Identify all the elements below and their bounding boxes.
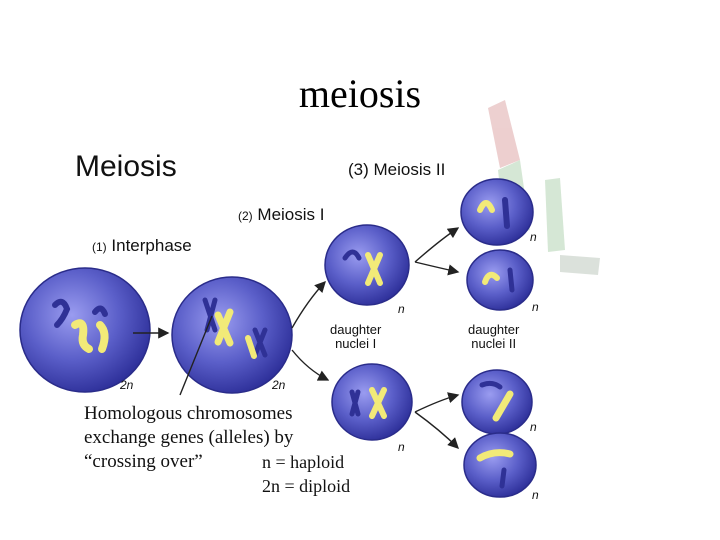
ploidy-label-n: n: [532, 300, 539, 314]
legend-diploid: 2n = diploid: [262, 476, 351, 496]
step-label: Interphase: [111, 236, 192, 255]
daughter-nuclei-1-label: daughter nuclei I: [330, 323, 381, 351]
ploidy-label-n: n: [532, 488, 539, 502]
ploidy-label-2n: 2n: [120, 378, 134, 392]
slide-title: meiosis: [298, 71, 422, 116]
ploidy-label-n: n: [398, 440, 405, 454]
crossing-over-caption: Homologous chromosomes exchange genes (a…: [84, 402, 293, 474]
step-number: (1): [92, 240, 107, 254]
label-line: daughter: [468, 322, 520, 337]
step-meiosis1: (2) Meiosis I: [238, 205, 324, 225]
ploidy-label-n: n: [530, 230, 537, 244]
label-line: nuclei I: [335, 336, 377, 351]
ploidy-label-n: n: [398, 302, 405, 316]
step-interphase: (1) Interphase: [92, 236, 192, 256]
caption-line: exchange genes (alleles) by: [84, 427, 294, 448]
daughter-nuclei-2-label: daughter nuclei II: [468, 323, 519, 351]
daughter-cell-1b: [331, 363, 413, 441]
step-meiosis2: (3) Meiosis II: [348, 160, 445, 180]
step-label: Meiosis I: [257, 205, 325, 224]
caption-line: “crossing over”: [84, 451, 203, 472]
daughter-cell-2a: [460, 178, 534, 246]
daughter-cell-2b: [466, 249, 534, 311]
daughter-cell-2c: [461, 369, 533, 435]
interphase-cell: [19, 267, 151, 393]
step-label: Meiosis II: [373, 160, 446, 179]
meiosis1-cell: [171, 276, 293, 394]
legend-haploid: n = haploid: [262, 452, 345, 472]
process-arrows: [133, 227, 460, 449]
daughter-cell-2d: [463, 432, 537, 498]
ploidy-legend: n = haploid 2n = diploid: [262, 450, 350, 498]
ploidy-label-n: n: [530, 420, 537, 434]
step-number: (3): [348, 160, 369, 179]
step-number: (2): [238, 209, 253, 223]
caption-line: Homologous chromosomes: [84, 403, 293, 424]
daughter-cell-1a: [324, 224, 410, 306]
label-line: nuclei II: [471, 336, 517, 351]
ploidy-label-2n: 2n: [272, 378, 286, 392]
diagram-heading: Meiosis: [75, 150, 177, 183]
label-line: daughter: [330, 322, 382, 337]
